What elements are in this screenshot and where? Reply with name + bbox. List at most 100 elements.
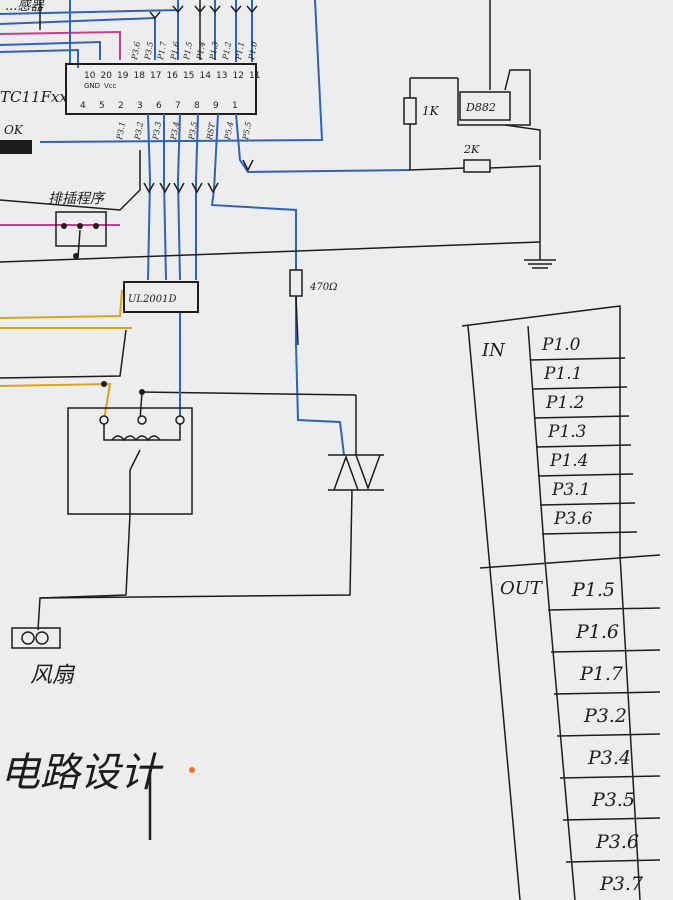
download-label: 排插程序 [48,191,106,207]
mcu-top-pin: 16 [167,71,179,81]
mcu-top-pin: 17 [150,71,161,81]
io-in-pin: P3.6 [553,509,593,529]
mcu-top-port-label: P3.5 [143,41,155,61]
mcu-top-pin: 14 [200,71,212,81]
io-out-row-line [565,859,661,863]
top-arrowheads [149,5,258,20]
gate-wire [295,296,345,456]
io-out-header: OUT [500,578,544,599]
mcu-bottom-pin: 8 [194,101,200,111]
mcu-gnd-label: GND [84,82,100,90]
mcu-bottom-pin: 7 [175,101,181,111]
mcu-bottom-port-label: P3.4 [169,121,181,141]
mcu-bottom-port-label: P5.4 [223,121,235,141]
io-in-pin: P1.1 [543,364,582,384]
top-wire-bundle [0,0,491,226]
io-in-pin: P1.2 [545,393,584,413]
io-out-row-line [559,775,661,779]
mcu-top-port-label: P1.3 [208,41,220,61]
triac-symbol [37,395,384,631]
mcu-top-pin-numbers: 10 20 19 18 17 16 15 14 13 12 11 [84,71,260,81]
mcu-bottom-port-label: P3.1 [115,121,127,141]
io-in-row-line [533,415,630,419]
fan-label: 风扇 [30,663,76,688]
io-in-row-line [531,386,628,390]
mcu-label: TC11Fxx [0,88,68,106]
mcu-vcc-label: Vcc [104,82,117,90]
mcu-bottom-port-label: P3.5 [187,121,199,141]
mcu-bottom-pin: 4 [80,101,86,111]
io-in-row-line [535,444,632,448]
mcu-bottom-port-label: P3.3 [151,121,163,141]
transistor-label: D882 [465,101,496,114]
mcu-top-pin: 20 [101,71,113,81]
io-in-row-line [537,473,634,477]
driver-chip: UL2001D [101,281,199,395]
mcu-top-port-label: P1.7 [156,40,168,61]
io-out-pin: P3.7 [599,873,644,895]
mcu-bottom-pin: 1 [232,101,238,111]
mcu-bottom-pin: 5 [99,101,105,111]
mcu-top-pin: 15 [183,71,194,81]
resistor-470: 470Ω [289,269,337,297]
io-out-pin: P1.5 [571,579,615,601]
mcu-bottom-port-label: P3.2 [133,121,145,141]
io-in-row-line [539,502,636,506]
driver-chip-label: UL2001D [128,294,177,305]
mcu-top-pin: 12 [233,71,244,81]
mcu-top-port-label: P1.0 [247,41,259,61]
io-in-row-line [541,531,638,535]
relay-wires [0,289,357,421]
io-in-rows: P1.0P1.1P1.2P1.3P1.4P3.1P3.6 [529,335,638,535]
io-out-row-line [562,817,661,821]
io-out-pin: P3.2 [583,705,627,727]
mcu-bottom-wires [147,113,411,281]
mcu-down-arrowheads [143,159,254,194]
mcu-top-port-label: P1.2 [221,41,233,61]
io-in-header: IN [481,340,506,361]
mcu-bottom-port-labels: P3.1 P3.2 P3.3 P3.4 P3.5 RST P5.4 P5.5 [115,121,253,141]
transistor-d882: D882 [459,91,511,121]
mcu-bottom-pin: 6 [156,101,162,111]
mcu-top-port-label: P3.6 [130,41,142,61]
orange-mark [189,767,195,773]
io-in-row-line [529,357,626,361]
resistor-1k-label: 1K [422,104,440,118]
resistor-2k-label: 2K [463,143,480,156]
mcu-top-pin: 18 [134,71,146,81]
io-out-pin: P1.7 [579,663,624,685]
io-in-pin: P1.0 [541,335,581,355]
mcu-bottom-port-label: P5.5 [241,121,253,141]
io-out-pin: P1.6 [575,621,619,643]
fan-symbol: 风扇 [11,627,76,688]
mcu-bottom-pin: 3 [137,101,143,111]
ok-label: OK [4,123,24,137]
mcu-top-pin: 11 [249,71,260,81]
ground-rail [0,241,541,263]
io-out-pin: P3.6 [595,831,639,853]
io-out-row-line [553,691,661,695]
ok-connector: OK [0,123,32,154]
gate-wire-black [295,295,299,346]
mcu-top-port-label: P1.5 [182,41,194,61]
mcu-top-port-label: P1.6 [169,41,181,61]
io-out-row-line [556,733,661,737]
mcu-top-pin: 10 [84,71,96,81]
mcu-top-pin: 19 [117,71,129,81]
io-in-pin: P1.3 [547,422,586,442]
mcu-top-port-label: P1.4 [195,41,207,61]
mcu-top-port-label: P1.1 [234,41,246,61]
io-out-row-line [547,607,661,611]
download-connector: 排插程序 [48,191,107,259]
io-out-row-line [550,649,661,653]
mcu-bottom-port-label: RST [205,122,217,142]
io-out-rows: P1.5P1.6P1.7P3.2P3.4P3.5P3.6P3.7 [547,579,661,895]
io-out-pin: P3.5 [591,789,635,811]
io-table [461,305,661,900]
resistor-1k: 1K [403,97,440,125]
mcu-top-pin: 13 [216,71,227,81]
